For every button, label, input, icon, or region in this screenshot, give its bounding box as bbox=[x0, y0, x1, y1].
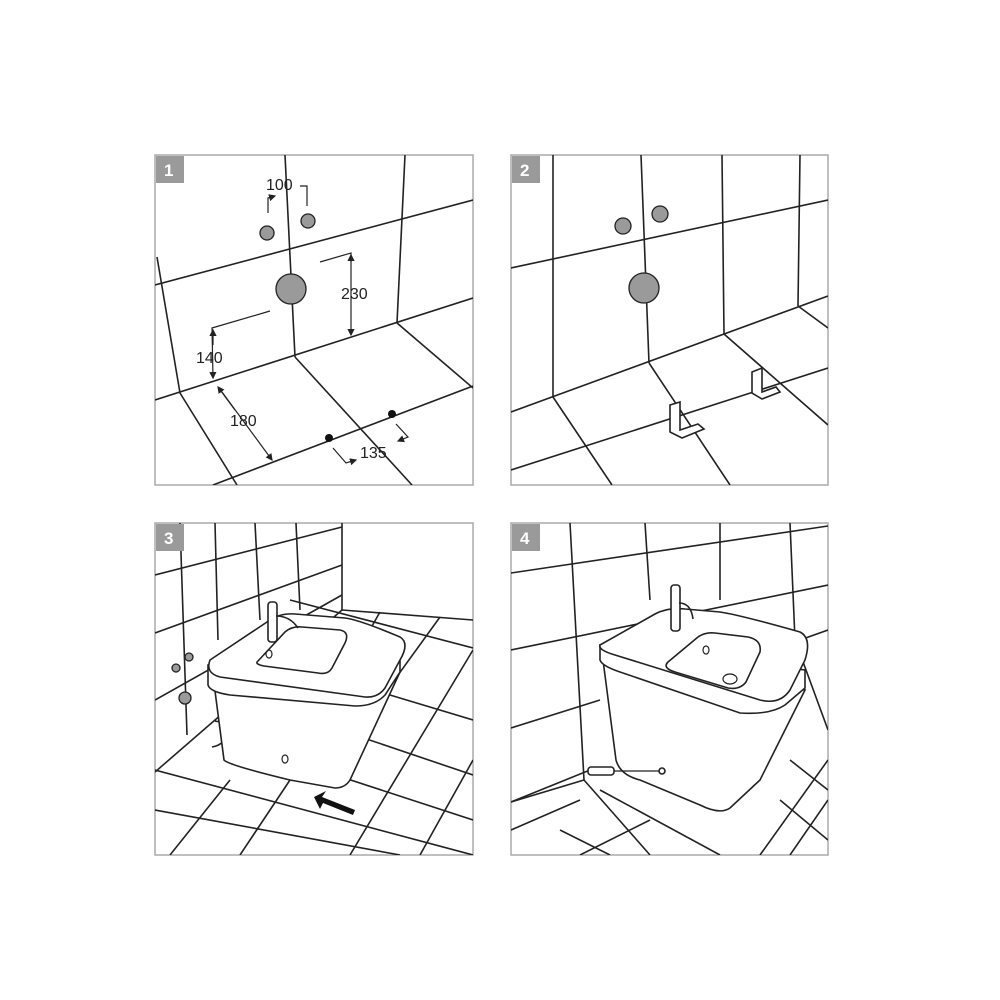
fixing-point bbox=[388, 410, 396, 418]
step-badge bbox=[156, 156, 184, 183]
water-hole-left bbox=[614, 217, 632, 235]
step-number: 3 bbox=[164, 529, 173, 548]
dimension-label: 100 bbox=[266, 177, 293, 194]
water-hole bbox=[184, 652, 194, 662]
fixing-screw bbox=[587, 766, 666, 776]
bidet bbox=[599, 584, 809, 812]
faucet bbox=[267, 601, 278, 643]
step-3-panel: 3 bbox=[154, 522, 474, 856]
wall-floor-tiles bbox=[511, 155, 828, 485]
dimension-label: 230 bbox=[341, 286, 368, 303]
step-number: 2 bbox=[520, 161, 529, 180]
fixing-bracket bbox=[751, 366, 782, 400]
push-arrow-icon bbox=[314, 791, 355, 815]
fixing-point bbox=[325, 434, 333, 442]
dimension-label: 140 bbox=[196, 350, 223, 367]
water-hole-right bbox=[300, 213, 316, 229]
dimension-label: 135 bbox=[360, 445, 387, 462]
drain-hole bbox=[628, 272, 660, 304]
fixing-bracket bbox=[669, 400, 706, 439]
step-badge bbox=[156, 524, 184, 551]
drain-hole bbox=[178, 691, 192, 705]
step-4-panel: 4 bbox=[510, 522, 829, 856]
step-number: 4 bbox=[520, 529, 530, 548]
step-badge bbox=[512, 156, 540, 183]
step-1-panel: 1 100 230 140 180 135 bbox=[154, 154, 474, 486]
step-2-panel: 2 bbox=[510, 154, 829, 486]
wall-floor-tiles bbox=[511, 523, 828, 855]
step-badge bbox=[512, 524, 540, 551]
wall-floor-tiles bbox=[155, 155, 473, 485]
drain-hole bbox=[275, 273, 307, 305]
bidet bbox=[207, 601, 406, 789]
faucet bbox=[670, 584, 681, 632]
water-hole-right bbox=[651, 205, 669, 223]
water-hole-left bbox=[259, 225, 275, 241]
water-hole bbox=[171, 663, 181, 673]
dimension-label: 180 bbox=[230, 413, 257, 430]
step-number: 1 bbox=[164, 161, 173, 180]
